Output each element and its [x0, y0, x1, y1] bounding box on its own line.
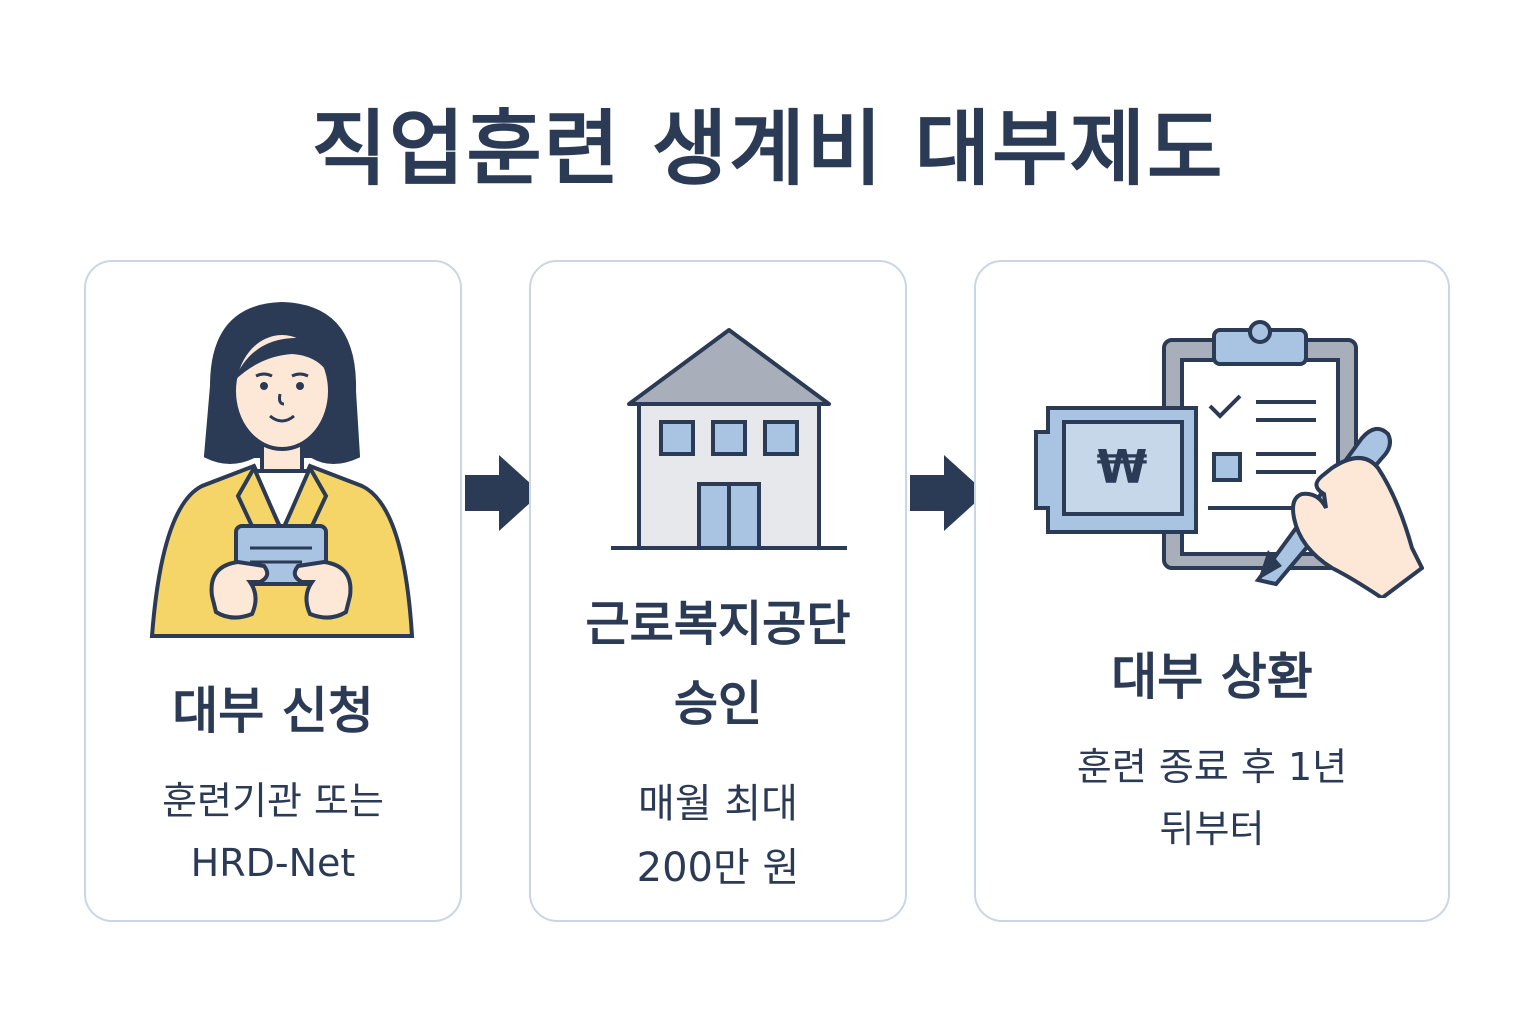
step-heading-application: 대부 신청 — [86, 676, 460, 746]
currency-symbol: ₩ — [1096, 440, 1148, 494]
heading-line: 대부 상환 — [1111, 648, 1313, 706]
arrow-right-icon — [910, 455, 986, 531]
arrow-right-icon — [465, 455, 541, 531]
step-detail-application: 훈련기관 또는 HRD-Net — [86, 770, 460, 894]
step-heading-approval: 근로복지공단 승인 — [531, 584, 905, 744]
step-heading-repayment: 대부 상환 — [976, 642, 1448, 712]
step-detail-repayment: 훈련 종료 후 1년 뒤부터 — [976, 736, 1448, 860]
heading-line: 대부 신청 — [172, 682, 374, 740]
detail-line: 200만 원 — [636, 845, 800, 891]
woman-holding-card-icon — [149, 301, 415, 638]
heading-line: 근로복지공단 — [585, 596, 851, 652]
detail-line: 훈련기관 또는 — [162, 779, 384, 823]
step-detail-approval: 매월 최대 200만 원 — [531, 772, 905, 900]
heading-line: 승인 — [673, 676, 763, 732]
building-icon — [611, 328, 847, 550]
page-title: 직업훈련 생계비 대부제도 — [311, 102, 1225, 197]
step-card-repayment: ₩ 대부 상환 훈련 종료 후 1년 뒤부터 — [974, 260, 1450, 922]
detail-line: 매월 최대 — [638, 781, 798, 827]
detail-line: HRD-Net — [190, 841, 356, 885]
step-card-application: 대부 신청 훈련기관 또는 HRD-Net — [84, 260, 462, 922]
step-card-approval: 근로복지공단 승인 매월 최대 200만 원 — [529, 260, 907, 922]
detail-line: 뒤부터 — [1159, 807, 1265, 851]
banknote-clipboard-icon — [1034, 320, 1424, 598]
detail-line: 훈련 종료 후 1년 — [1076, 745, 1348, 789]
